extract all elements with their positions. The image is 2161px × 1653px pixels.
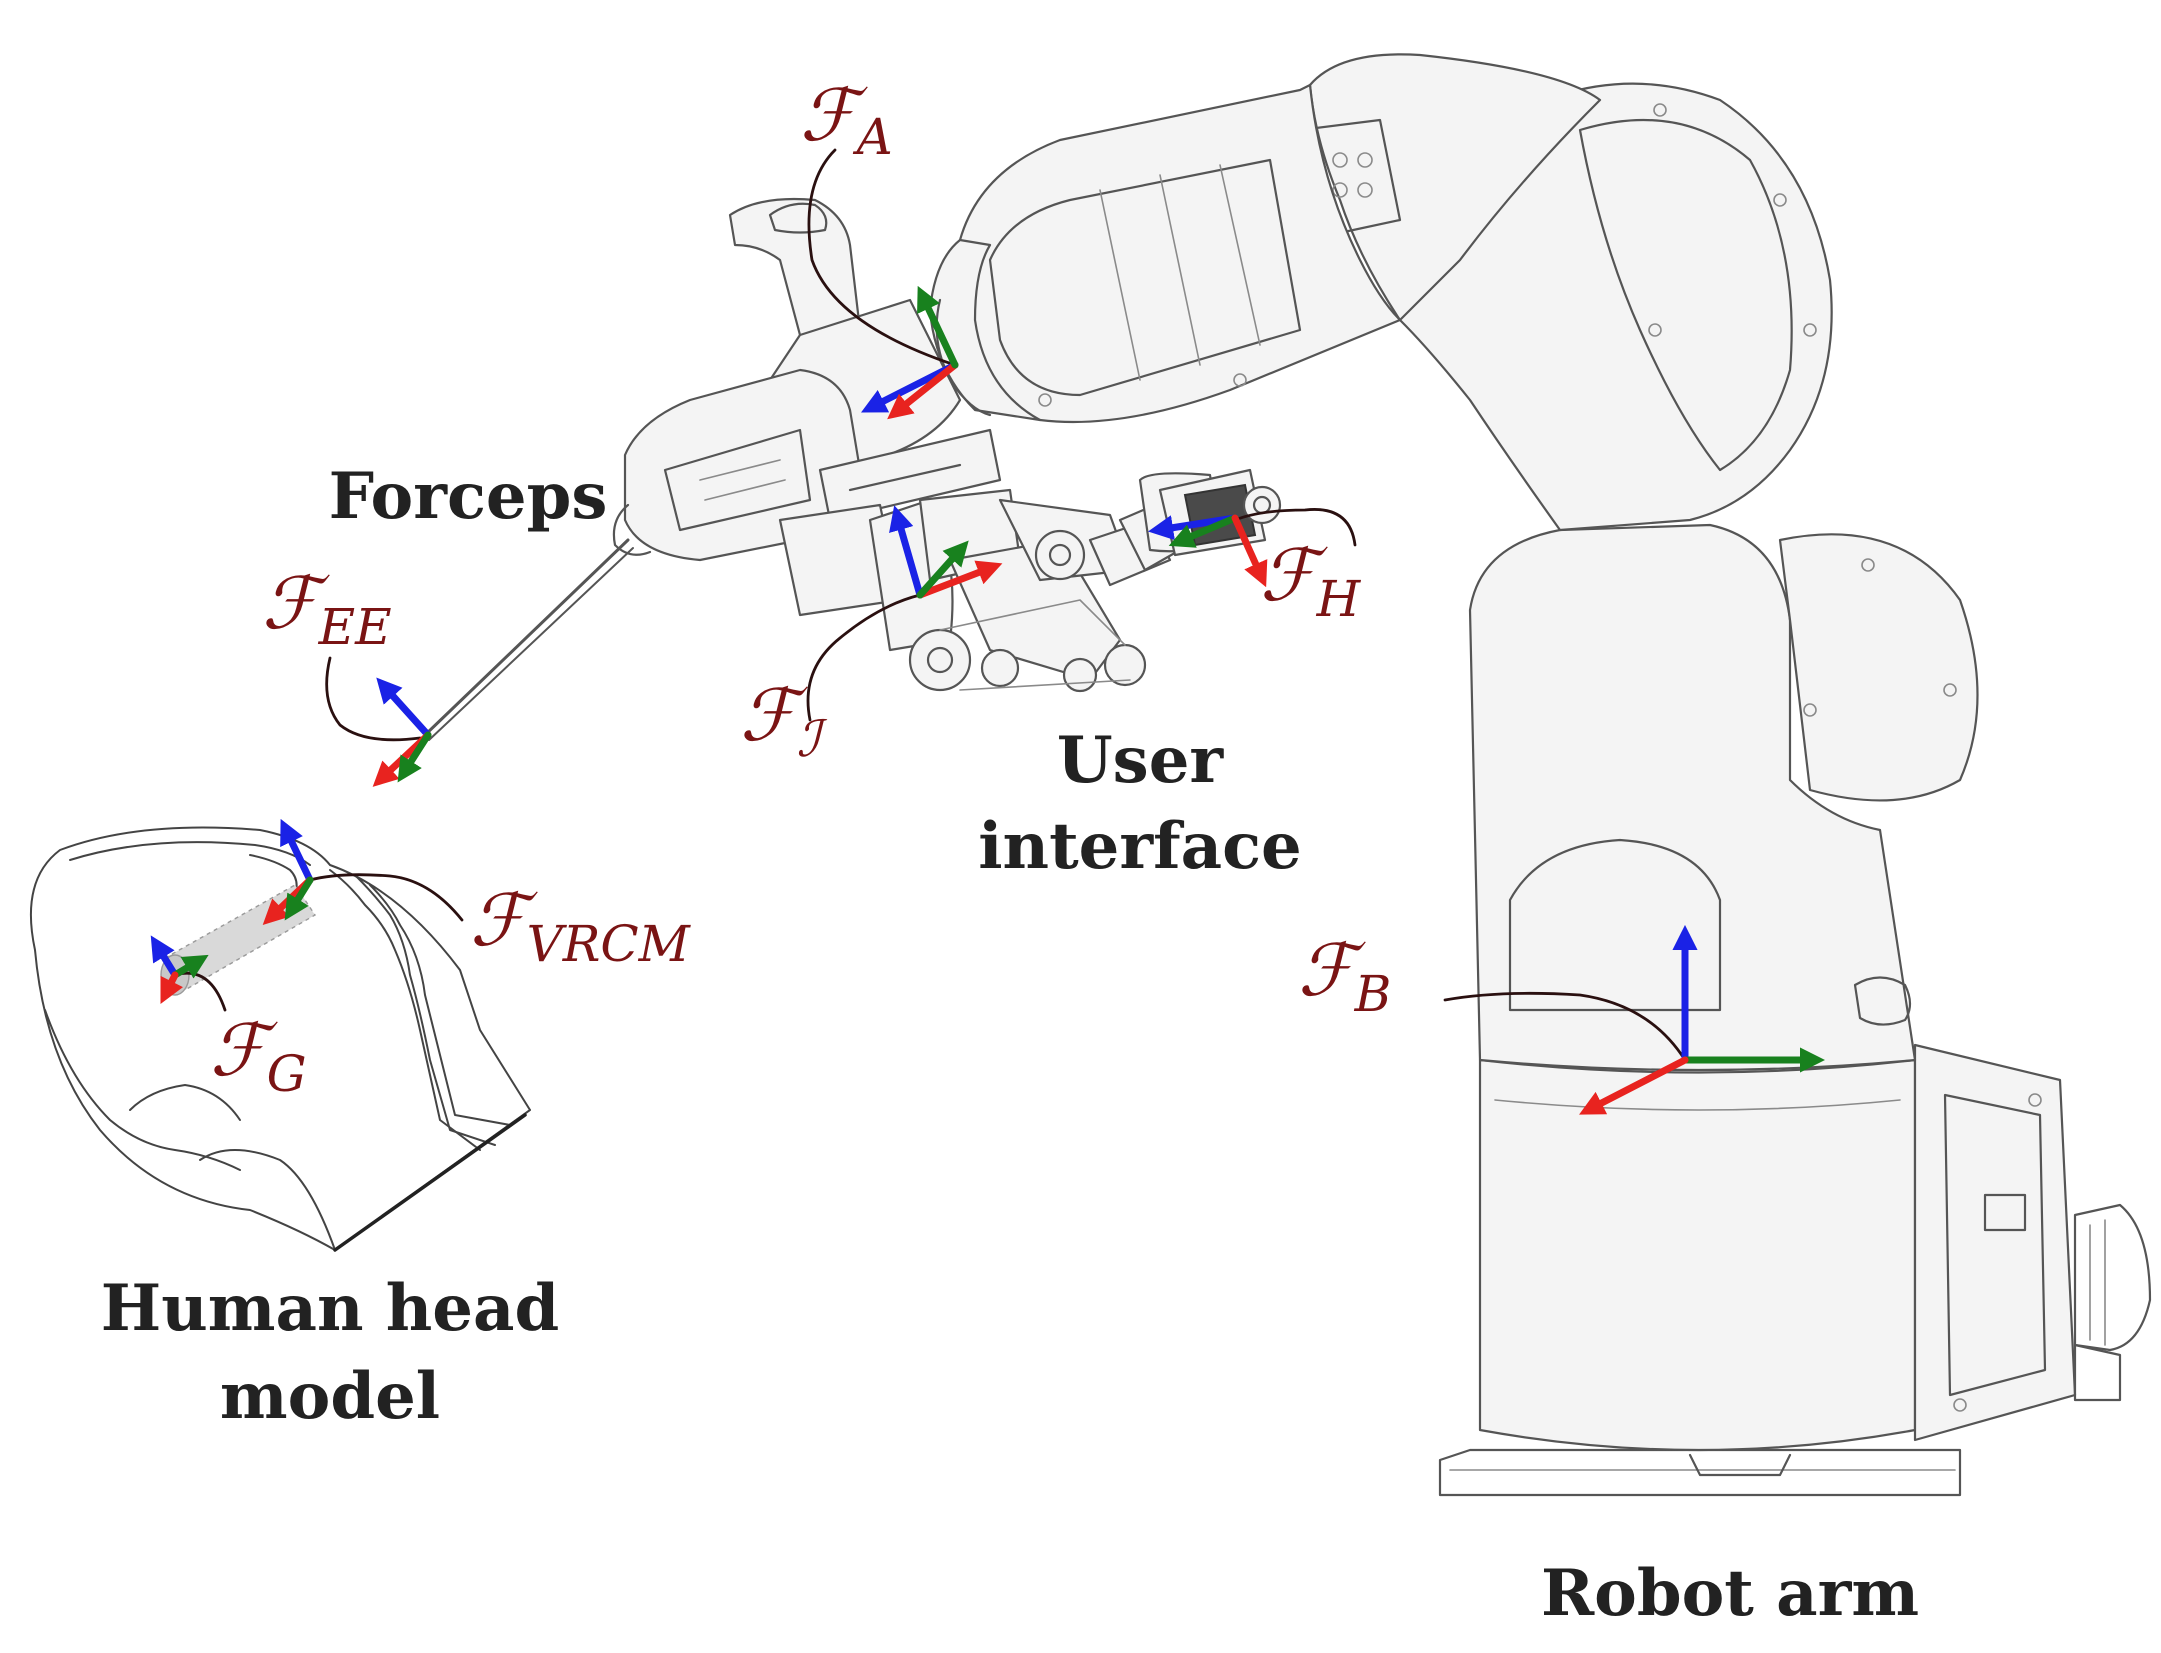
frame-label-I: ℱℐ [740,673,828,768]
leader-I [806,593,922,722]
leader-VRCM [308,873,464,922]
frame-axes-A [861,285,959,420]
caption-forceps: Forceps [329,459,608,534]
frame-axes-VRCM [262,818,314,925]
leader-H [1233,508,1357,547]
caption-human-head-line2: model [220,1359,440,1434]
caption-human-head-line1: Human head [101,1271,559,1346]
frame-axes-H [1148,514,1268,588]
frame-label-B: ℱB [1298,928,1391,1023]
leader-B [1443,991,1687,1062]
frame-label-H: ℱH [1260,533,1362,628]
leader-lines [173,148,1687,1062]
leader-A [807,148,957,367]
frame-axes-I [889,505,1003,599]
frame-label-G: ℱG [210,1008,307,1103]
robot-arm-drawing [928,53,2152,1497]
caption-user-interface-line2: interface [978,809,1302,884]
frame-axes-EE [372,677,432,787]
caption-robot-arm: Robot arm [1541,1556,1919,1631]
frame-axes-G [150,935,209,1005]
caption-user-interface-line1: User [1057,723,1225,798]
human-head-drawing [29,826,531,1252]
frame-axes-B [1579,924,1826,1115]
frame-label-EE: ℱEE [262,561,392,656]
frame-label-A: ℱA [800,73,893,166]
frame-label-VRCM: ℱVRCM [470,878,692,973]
leader-EE [325,656,422,742]
